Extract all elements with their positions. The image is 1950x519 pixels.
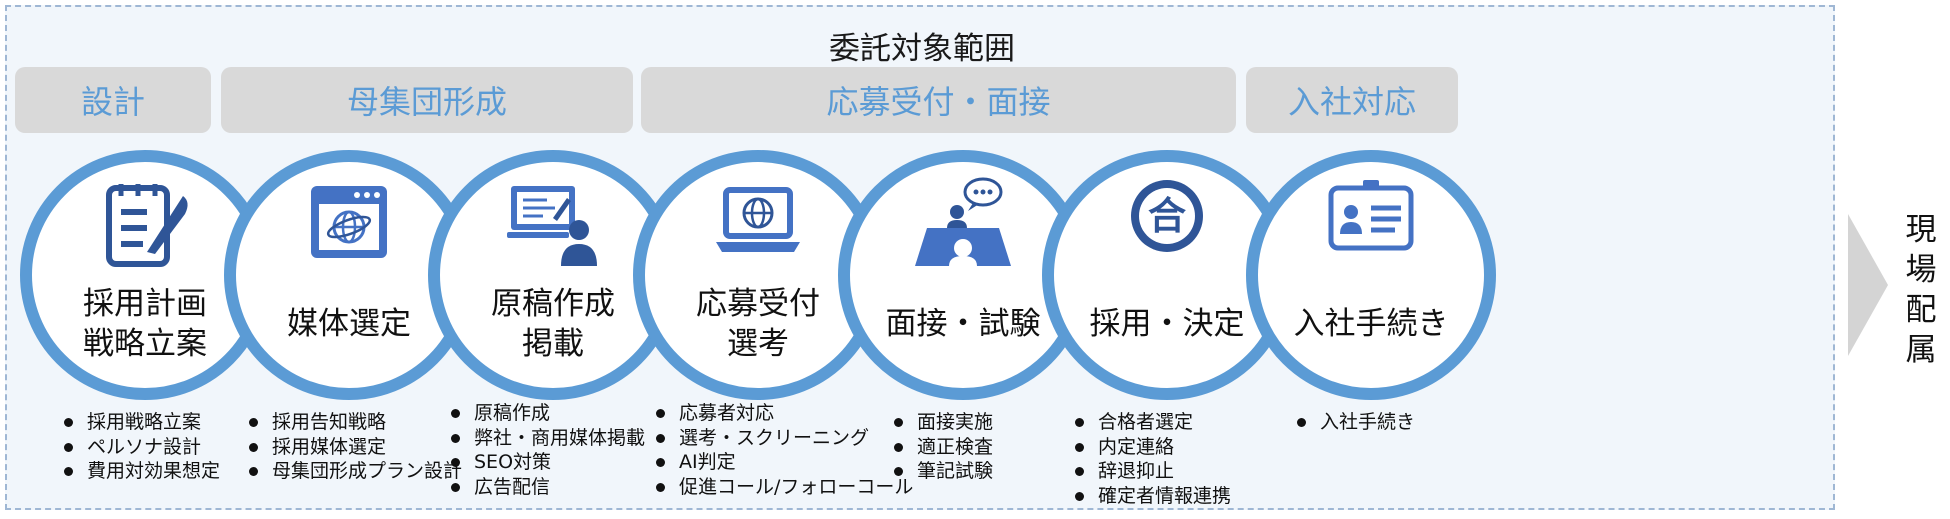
id-badge-icon bbox=[1321, 174, 1421, 274]
step-circle bbox=[1042, 150, 1292, 400]
step-bullet-list: 原稿作成 弊社・商用媒体掲載 SEO対策 広告配信 bbox=[447, 401, 645, 499]
monitor-writer-icon bbox=[503, 174, 603, 274]
list-item: 応募者対応 bbox=[652, 401, 913, 426]
step-label: 原稿作成 掲載 bbox=[491, 286, 615, 362]
list-item: 筆記試験 bbox=[890, 459, 993, 484]
phase-onboarding: 入社対応 bbox=[1246, 67, 1458, 133]
list-item: 費用対効果想定 bbox=[60, 459, 220, 484]
step-label: 媒体選定 bbox=[287, 306, 411, 342]
step-media-selection: 媒体選定 bbox=[224, 150, 474, 400]
phase-design: 設計 bbox=[15, 67, 211, 133]
list-item: 広告配信 bbox=[447, 475, 645, 500]
step-bullet-list: 応募者対応 選考・スクリーニング AI判定 促進コール/フォローコール bbox=[652, 401, 913, 499]
step-bullet-list: 採用告知戦略 採用媒体選定 母集団形成プラン設計 bbox=[245, 410, 462, 484]
step-bullet-list: 採用戦略立案 ペルソナ設計 費用対効果想定 bbox=[60, 410, 220, 484]
list-item: 母集団形成プラン設計 bbox=[245, 459, 462, 484]
interview-speech-bubble-icon bbox=[913, 174, 1013, 274]
list-item: 合格者選定 bbox=[1071, 410, 1231, 435]
web-browser-globe-icon bbox=[299, 174, 399, 274]
laptop-globe-icon bbox=[708, 174, 808, 274]
pass-seal-icon: 合 bbox=[1117, 174, 1217, 274]
list-item: 採用戦略立案 bbox=[60, 410, 220, 435]
step-bullet-list: 面接実施 適正検査 筆記試験 bbox=[890, 410, 993, 484]
list-item: SEO対策 bbox=[447, 450, 645, 475]
list-item: 選考・スクリーニング bbox=[652, 426, 913, 451]
list-item: ペルソナ設計 bbox=[60, 435, 220, 460]
step-label: 入社手続き bbox=[1293, 306, 1449, 342]
list-item: 弊社・商用媒体掲載 bbox=[447, 426, 645, 451]
list-item: 面接実施 bbox=[890, 410, 993, 435]
step-label: 面接・試験 bbox=[885, 306, 1041, 342]
list-item: 促進コール/フォローコール bbox=[652, 475, 913, 500]
list-item: 適正検査 bbox=[890, 435, 993, 460]
list-item: 採用告知戦略 bbox=[245, 410, 462, 435]
list-item: 辞退抑止 bbox=[1071, 459, 1231, 484]
step-interview-exam: 面接・試験 bbox=[838, 150, 1088, 400]
step-label: 採用・決定 bbox=[1089, 306, 1245, 342]
scope-title: 委託対象範囲 bbox=[829, 31, 1015, 67]
planning-notepad-icon bbox=[95, 174, 195, 274]
step-bullet-list: 入社手続き bbox=[1293, 410, 1415, 435]
step-onboarding-procedures: 入社手続き bbox=[1246, 150, 1496, 400]
list-item: 原稿作成 bbox=[447, 401, 645, 426]
list-item: 採用媒体選定 bbox=[245, 435, 462, 460]
list-item: 確定者情報連携 bbox=[1071, 484, 1231, 509]
list-item: 入社手続き bbox=[1293, 410, 1415, 435]
list-item: AI判定 bbox=[652, 450, 913, 475]
phase-candidate-pool: 母集団形成 bbox=[221, 67, 633, 133]
svg-text:合: 合 bbox=[1148, 194, 1186, 238]
step-label: 採用計画 戦略立案 bbox=[83, 286, 207, 362]
flow-arrow bbox=[1848, 214, 1888, 356]
phase-application-interview: 応募受付・面接 bbox=[641, 67, 1236, 133]
step-hiring-decision: 合 採用・決定 bbox=[1042, 150, 1292, 400]
step-bullet-list: 合格者選定 内定連絡 辞退抑止 確定者情報連携 bbox=[1071, 410, 1231, 508]
list-item: 内定連絡 bbox=[1071, 435, 1231, 460]
destination-label: 現 場 配 属 bbox=[1905, 212, 1937, 368]
step-label: 応募受付 選考 bbox=[696, 286, 820, 362]
